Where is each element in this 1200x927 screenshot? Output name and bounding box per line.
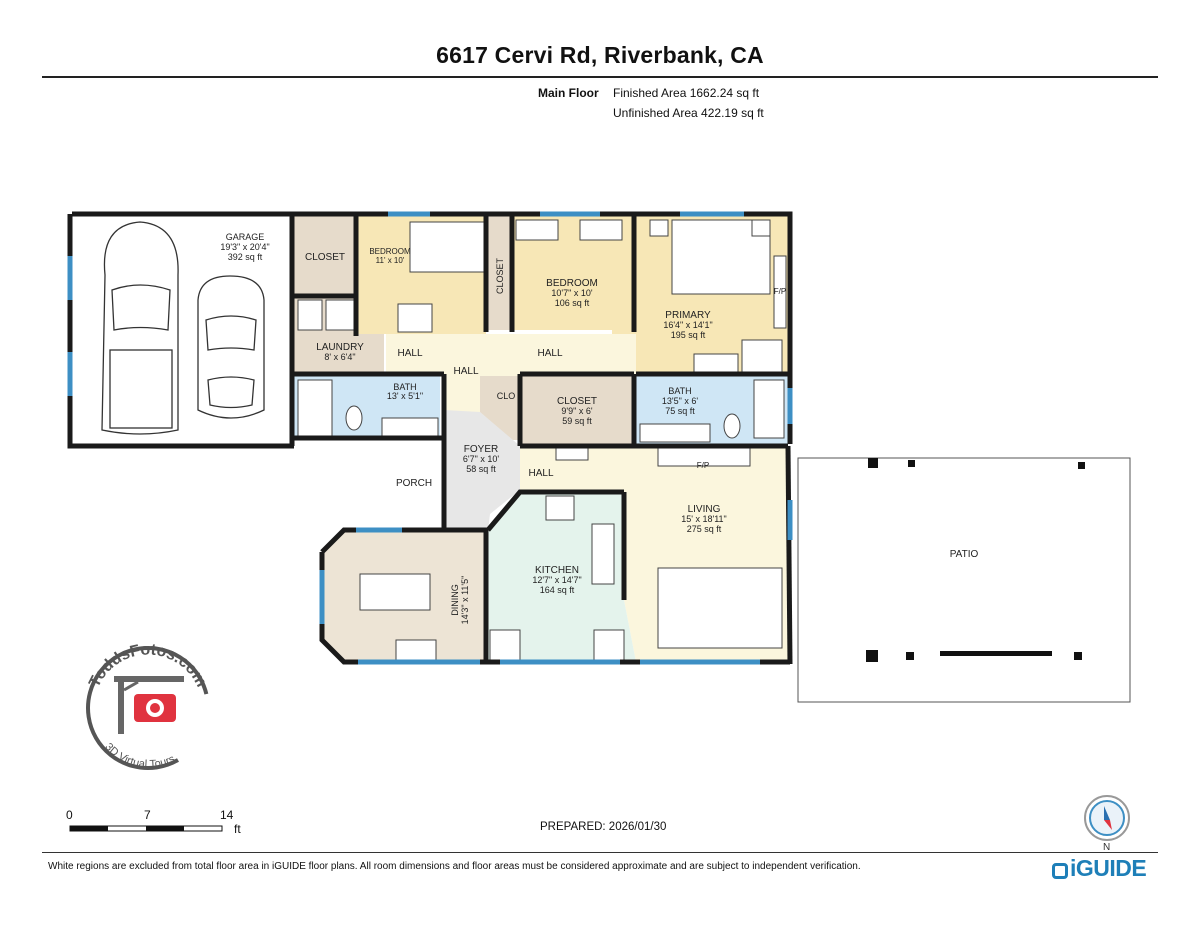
logo-tagline-text: 3D Virtual Tours (102, 741, 177, 771)
living-dims: 15' x 18'11" (681, 514, 727, 524)
closet-primary-dims: 9'9" x 6' (561, 406, 592, 416)
bath-1-dims: 13' x 5'1" (387, 391, 423, 401)
porch-name: PORCH (396, 478, 432, 489)
laundry-name: LAUNDRY (316, 342, 364, 353)
foyer-dims: 6'7" x 10' (463, 454, 499, 464)
car-sedan (197, 275, 265, 419)
patio-fill (797, 457, 1131, 703)
primary-area: 195 sq ft (671, 330, 706, 340)
kitchen-name: KITCHEN (535, 565, 579, 576)
iguide-text: iGUIDE (1070, 855, 1147, 881)
clo-name: CLO (497, 391, 516, 401)
foyer-area: 58 sq ft (466, 464, 496, 474)
bath-primary-name: BATH (668, 386, 691, 396)
footer-divider (42, 852, 1158, 853)
foyer-name: FOYER (464, 444, 498, 455)
living-name: LIVING (688, 504, 721, 515)
hall-2-name: HALL (453, 366, 478, 377)
primary-dims: 16'4" x 14'1" (663, 320, 712, 330)
iguide-logo: iGUIDE (1052, 855, 1147, 882)
bedroom-name: BEDROOM (546, 278, 598, 289)
closet-vertical-name: CLOSET (495, 257, 505, 294)
hall-1-name: HALL (397, 348, 422, 359)
bedroom-area: 106 sq ft (555, 298, 590, 308)
garage-dims: 19'3" x 20'4" (220, 242, 269, 252)
logo-brand-text: ToddsFotos.com (86, 641, 210, 690)
car-truck (101, 221, 179, 435)
page-title: 6617 Cervi Rd, Riverbank, CA (436, 42, 764, 68)
clo-fill (480, 376, 520, 440)
windows (67, 211, 793, 665)
living-fp: F/P (697, 461, 709, 470)
unfinished-area: Unfinished Area 422.19 sq ft (613, 106, 764, 120)
closet-primary-area: 59 sq ft (562, 416, 592, 426)
foyer-fill (444, 410, 520, 530)
hall-4-name: HALL (528, 468, 553, 479)
primary-name: PRIMARY (665, 310, 711, 321)
scale-tick-0: 0 (66, 808, 73, 822)
kitchen-dims: 12'7" x 14'7" (532, 575, 581, 585)
toddsfotos-logo: ToddsFotos.com 3D Virtual Tours (86, 641, 210, 771)
bedroom-dims: 10'7" x 10' (551, 288, 592, 298)
scale-unit: ft (234, 822, 241, 836)
dining-name: DINING (450, 584, 460, 616)
bedroom-small-dims: 11' x 10' (376, 256, 405, 265)
iguide-box-icon (1052, 863, 1068, 879)
kitchen-area: 164 sq ft (540, 585, 575, 595)
finished-area: Finished Area 1662.24 sq ft (613, 86, 760, 100)
closet-vertical-fill (488, 216, 512, 330)
scale-tick-14: 14 (220, 808, 234, 822)
bath-1-name: BATH (393, 382, 416, 392)
laundry-dims: 8' x 6'4" (324, 352, 355, 362)
patio-posts (866, 458, 1085, 662)
disclaimer-text: White regions are excluded from total fl… (48, 861, 861, 872)
title-divider (42, 76, 1158, 78)
closet-primary-name: CLOSET (557, 396, 597, 407)
patio-name: PATIO (950, 549, 979, 560)
compass-icon: N (1084, 795, 1130, 853)
compass-label: N (1103, 842, 1110, 853)
closet-garage-fill (294, 216, 356, 296)
garage-area: 392 sq ft (228, 252, 263, 262)
porch-fill (386, 444, 442, 528)
prepared-date: PREPARED: 2026/01/30 (540, 821, 667, 833)
floor-name: Main Floor (538, 86, 599, 100)
scale-tick-7: 7 (144, 808, 151, 822)
living-area: 275 sq ft (687, 524, 722, 534)
hall-fill-a (386, 334, 636, 376)
closet-primary-fill (520, 376, 634, 446)
bedroom-small-name: BEDROOM (369, 247, 411, 256)
dining-dims: 14'3" x 11'5" (460, 576, 470, 625)
fixtures (297, 219, 787, 661)
bath-primary-dims: 13'5" x 6' (662, 396, 698, 406)
closet-garage-name: CLOSET (305, 252, 345, 263)
primary-fp: F/P (774, 287, 786, 296)
hall-3-name: HALL (537, 348, 562, 359)
scale-bar (69, 825, 223, 832)
bath-primary-area: 75 sq ft (665, 406, 695, 416)
garage-name: GARAGE (226, 232, 265, 242)
